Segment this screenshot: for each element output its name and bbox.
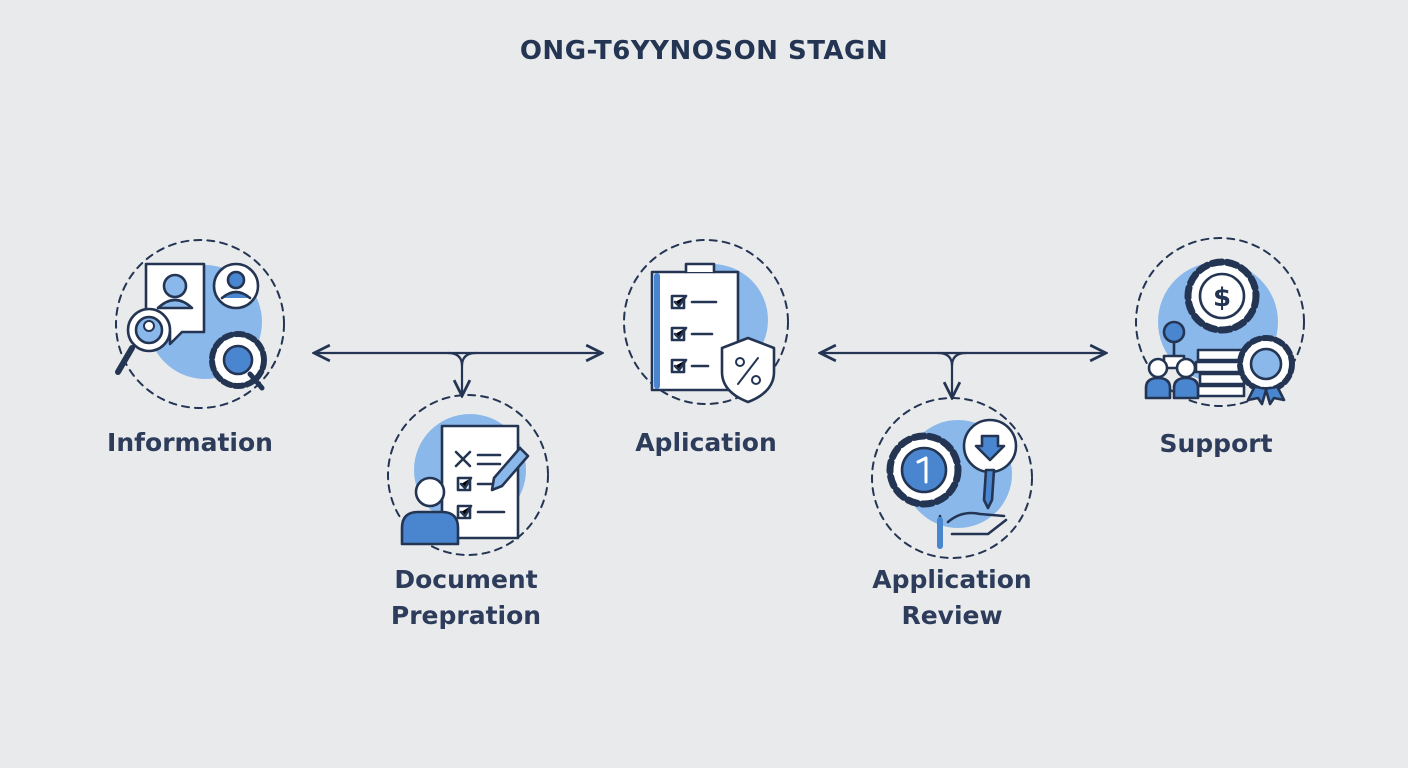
money-gear-people-icon: $: [1135, 237, 1305, 407]
stage-label-application: Aplication: [635, 428, 777, 457]
stage-label-document-preparation: Document Prepration: [390, 565, 542, 630]
search-profile-gear-icon: [115, 239, 285, 409]
diagram-title: ONG-T6YYNOSON STAGN: [519, 36, 889, 66]
connector-left: [314, 353, 602, 396]
clipboard-shield-icon: [623, 239, 789, 405]
document-checklist-pen-icon: [387, 394, 549, 556]
stage-label-information: Information: [107, 428, 273, 457]
stage-label-support: Support: [1159, 429, 1273, 458]
gears-review-icon: [871, 397, 1033, 559]
svg-text:$: $: [1213, 283, 1231, 313]
connector-right: [820, 353, 1106, 398]
stage-label-application-review: Application Review: [872, 565, 1032, 630]
